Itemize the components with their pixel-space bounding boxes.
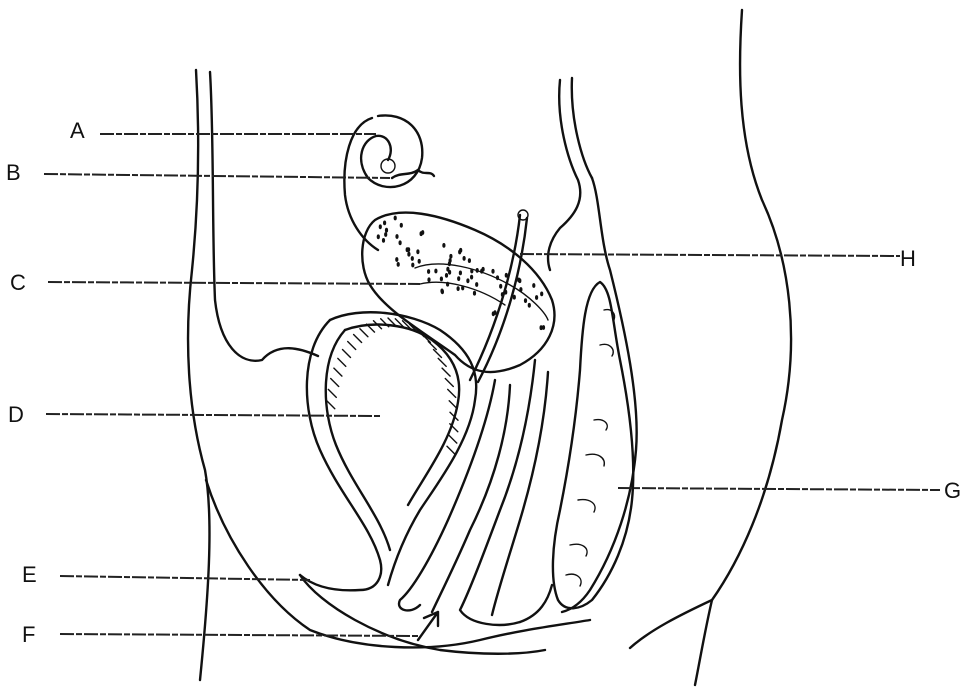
stipple-dot xyxy=(399,240,402,245)
stipple-dot xyxy=(496,275,499,280)
label-c: C xyxy=(10,270,26,295)
stipple-dot xyxy=(421,230,424,235)
label-e: E xyxy=(22,562,37,587)
bladder-wall-stripe xyxy=(447,446,455,454)
leader-h xyxy=(520,254,900,256)
bladder-wall-stripe xyxy=(434,350,442,358)
bladder-wall-stripe xyxy=(449,435,457,443)
bladder-wall-stripe xyxy=(348,342,356,350)
bladder-wall-stripe xyxy=(438,358,446,366)
leader-c xyxy=(48,282,420,284)
bladder-wall-stripe xyxy=(328,389,336,397)
perineum-outline xyxy=(206,480,590,654)
stipple-dot xyxy=(446,267,449,272)
leader-e xyxy=(60,576,310,580)
bladder-wall-stripe xyxy=(449,401,457,409)
stipple-dot xyxy=(379,224,382,229)
stipple-dot xyxy=(440,289,443,294)
stipple-dot xyxy=(394,216,397,221)
stipple-dot xyxy=(524,298,527,303)
bladder-wall-stripe xyxy=(448,389,456,397)
stipple-dot xyxy=(466,278,469,283)
stipple-dot xyxy=(470,269,473,274)
stipple-dot xyxy=(535,295,538,300)
stipple-dot xyxy=(445,273,448,278)
bladder-wall-stripe xyxy=(338,358,346,366)
bladder xyxy=(300,312,476,590)
label-f: F xyxy=(22,622,35,647)
stipple-dot xyxy=(384,232,387,237)
stipple-dot xyxy=(395,257,398,262)
stipple-dot xyxy=(442,243,445,248)
bladder-wall-stripe xyxy=(327,401,335,409)
bladder-wall-stripe xyxy=(354,335,362,343)
stipple-dot xyxy=(411,263,414,268)
stipple-dot xyxy=(446,282,449,287)
stipple-dot xyxy=(468,258,471,263)
stipple-dot xyxy=(459,248,462,253)
leader-lines xyxy=(44,134,940,636)
stipple-dot xyxy=(407,252,410,257)
label-b: B xyxy=(6,160,21,185)
label-d: D xyxy=(8,402,24,427)
stipple-dot xyxy=(519,287,522,292)
leader-g xyxy=(618,488,940,490)
bladder-wall-stripe xyxy=(442,368,450,376)
stipple-dot xyxy=(459,271,462,276)
stipple-dot xyxy=(383,221,386,226)
stipple-dot xyxy=(395,234,398,239)
stipple-dot xyxy=(427,269,430,274)
stipple-dot xyxy=(448,261,451,266)
rectum xyxy=(548,78,637,612)
posterior-body-wall xyxy=(630,10,791,685)
bladder-wall-stripe xyxy=(334,368,342,376)
stipple-dot xyxy=(434,269,437,274)
label-h: H xyxy=(900,246,916,271)
stipple-dot xyxy=(473,291,476,296)
stipple-dot xyxy=(532,283,535,288)
stipple-dot xyxy=(385,228,388,233)
stipple-dot xyxy=(400,223,403,228)
stipple-dot xyxy=(377,234,380,239)
stipple-dot xyxy=(499,284,502,289)
stipple-dot xyxy=(476,268,479,273)
stipple-dot xyxy=(457,286,460,291)
ovary-and-fallopian-tube xyxy=(344,115,434,250)
leader-f xyxy=(60,634,420,636)
stipple-dot xyxy=(540,292,543,297)
stipple-dot xyxy=(427,277,430,282)
bladder-wall-stripe xyxy=(445,379,453,387)
stipple-dot xyxy=(416,249,419,254)
label-a: A xyxy=(70,118,85,143)
bladder-wall-stripe xyxy=(331,379,339,387)
arrow-mark xyxy=(418,612,438,640)
bladder-wall-stripe xyxy=(343,350,351,358)
stipple-dot xyxy=(518,278,521,283)
anterior-body-wall xyxy=(188,70,318,680)
stipple-dot xyxy=(411,256,414,261)
leader-b xyxy=(44,174,390,178)
leader-d xyxy=(46,414,380,416)
stipple-dot xyxy=(457,276,460,281)
stipple-dot xyxy=(382,238,385,243)
stipple-dot xyxy=(397,262,400,267)
stipple-dot xyxy=(540,325,543,330)
stipple-dot xyxy=(475,282,478,287)
stipple-dot xyxy=(440,277,443,282)
stipple-dot xyxy=(406,247,409,252)
stipple-dot xyxy=(463,256,466,261)
label-g: G xyxy=(944,478,961,503)
stipple-dot xyxy=(449,254,452,259)
stipple-dot xyxy=(461,286,464,291)
stipple-dot xyxy=(480,269,483,274)
stipple-dot xyxy=(418,259,421,264)
stipple-dot xyxy=(491,269,494,274)
stipple-dot xyxy=(470,275,473,280)
stipple-dot xyxy=(528,303,531,308)
pointer-tube xyxy=(470,210,528,382)
bladder-wall-stripe xyxy=(360,329,368,337)
